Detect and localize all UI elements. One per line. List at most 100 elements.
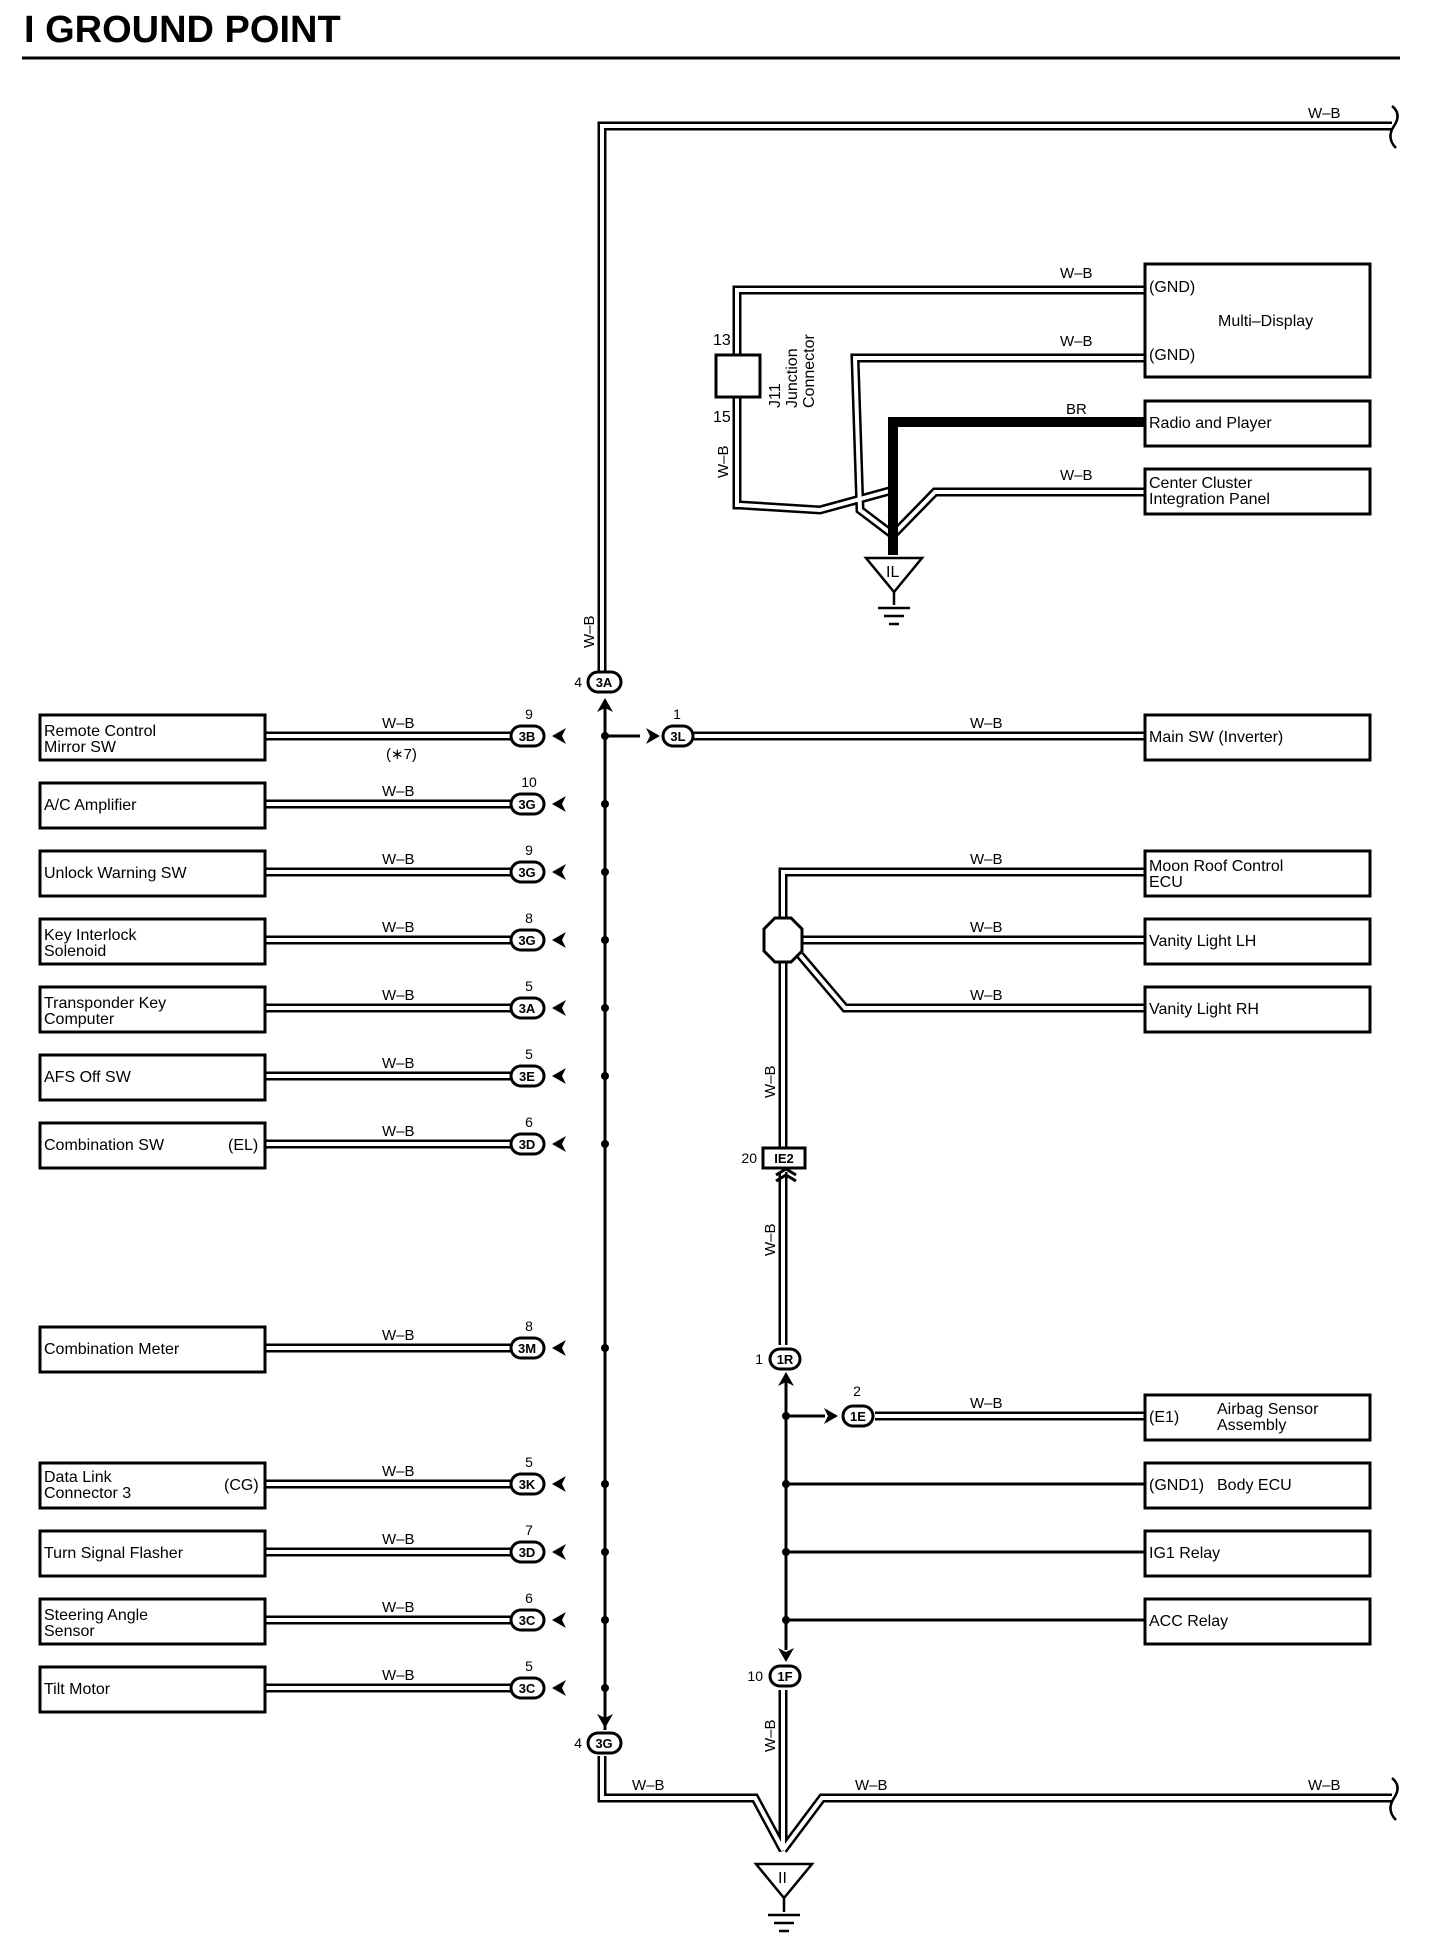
component-boxes (38, 262, 1372, 1714)
left-pin-9: (CG) (224, 1477, 259, 1494)
wire-label-l5: W–B (382, 987, 415, 1004)
wire-label-l11: W–B (382, 1599, 415, 1616)
cluster-label-1: Center Cluster (1149, 475, 1253, 492)
pin-no-l7: 6 (525, 1114, 533, 1130)
pin-no-l5: 5 (525, 978, 533, 994)
cluster-label-2: Integration Panel (1149, 491, 1270, 508)
left-label-8: Combination Meter (44, 1341, 180, 1358)
wire-label-l12: W–B (382, 1667, 415, 1684)
conn-code-3g-bottom: 3G (595, 1736, 612, 1751)
left-label-5a: Transponder Key (44, 995, 166, 1012)
conn-code-l1: 3B (519, 729, 536, 744)
wire-label-l4: W–B (382, 919, 415, 936)
vanity-lh-label: Vanity Light LH (1149, 933, 1256, 950)
vanity-rh-label: Vanity Light RH (1149, 1001, 1259, 1018)
conn-code-1f: 1F (777, 1669, 792, 1684)
pin-no-l3: 9 (525, 842, 533, 858)
wire-label-vert-ie2: W–B (762, 1223, 779, 1256)
conn-code-3a-top: 3A (596, 675, 613, 690)
left-label-9a: Data Link (44, 1469, 113, 1486)
ground-bus (603, 700, 1145, 1730)
splice-octagon (762, 916, 804, 964)
wire-label-vert-1f: W–B (762, 1719, 779, 1752)
pin-no-1r: 1 (755, 1351, 763, 1367)
conn-code-l6: 3E (519, 1069, 535, 1084)
pin-no-l6: 5 (525, 1046, 533, 1062)
j11-name-2: Connector (801, 334, 818, 408)
left-label-1b: Mirror SW (44, 739, 117, 756)
wire-label-md1: W–B (1060, 265, 1093, 282)
wire-label-bl2: W–B (855, 1777, 888, 1794)
md-gnd2: (GND) (1149, 347, 1195, 364)
conn-code-l3: 3G (518, 865, 535, 880)
pin-no-l9: 5 (525, 1454, 533, 1470)
wire-label-l6: W–B (382, 1055, 415, 1072)
wire-label-main: W–B (970, 715, 1003, 732)
md-gnd1: (GND) (1149, 279, 1195, 296)
ground-ii-label: II (778, 1870, 787, 1887)
moon-label-2: ECU (1149, 874, 1183, 891)
wire-note-7: (∗7) (386, 746, 417, 763)
wire-label-vert-splice: W–B (762, 1065, 779, 1098)
left-label-5b: Computer (44, 1011, 115, 1028)
moon-label-1: Moon Roof Control (1149, 858, 1283, 875)
pin-no-3g-bottom: 4 (574, 1735, 582, 1751)
conn-code-1e: 1E (850, 1409, 866, 1424)
conn-code-ie2: IE2 (774, 1151, 794, 1166)
wire-label-vert-3a: W–B (581, 615, 598, 648)
junction-dots (601, 732, 790, 1692)
conn-code-l11: 3C (519, 1613, 536, 1628)
left-label-10: Turn Signal Flasher (44, 1545, 184, 1562)
wire-label-moon: W–B (970, 851, 1003, 868)
conn-code-1r: 1R (777, 1352, 794, 1367)
j11-pin-bottom: 15 (713, 409, 731, 426)
left-label-11a: Steering Angle (44, 1607, 148, 1624)
pin-no-l1: 9 (525, 706, 533, 722)
pin-no-l8: 8 (525, 1318, 533, 1334)
wire-label-vlh: W–B (970, 919, 1003, 936)
md-name: Multi–Display (1218, 313, 1313, 330)
wire-label-cluster: W–B (1060, 467, 1093, 484)
conn-code-3l: 3L (670, 729, 685, 744)
acc-label: ACC Relay (1149, 1613, 1228, 1630)
j11-name-1: Junction (784, 348, 801, 408)
wire-label-airbag: W–B (970, 1395, 1003, 1412)
ground-il-label: IL (886, 564, 899, 581)
airbag-label-2: Assembly (1217, 1417, 1286, 1434)
connector-ovals (509, 670, 875, 1755)
pin-no-l12: 5 (525, 1658, 533, 1674)
wire-label-br: BR (1066, 401, 1087, 418)
j11-label: J11 (767, 383, 784, 408)
pin-no-l10: 7 (525, 1522, 533, 1538)
left-label-2: A/C Amplifier (44, 797, 137, 814)
conn-code-l12: 3C (519, 1681, 536, 1696)
wire-label-bl1: W–B (632, 1777, 665, 1794)
conn-code-l2: 3G (518, 797, 535, 812)
pin-no-l11: 6 (525, 1590, 533, 1606)
wire-label-l3: W–B (382, 851, 415, 868)
wire-label-bl3: W–B (1308, 1777, 1341, 1794)
pin-no-l2: 10 (521, 774, 537, 790)
pin-no-l4: 8 (525, 910, 533, 926)
radio-label: Radio and Player (1149, 415, 1272, 432)
left-label-12: Tilt Motor (44, 1681, 111, 1698)
conn-code-l7: 3D (519, 1137, 536, 1152)
wire-label-vrh: W–B (970, 987, 1003, 1004)
ig1-label: IG1 Relay (1149, 1545, 1220, 1562)
ground-ii-icon (753, 1862, 815, 1933)
left-label-3: Unlock Warning SW (44, 865, 187, 882)
pin-no-1f: 10 (747, 1668, 763, 1684)
wire-network (265, 121, 1392, 1853)
j11-pin-top: 13 (713, 332, 731, 349)
wire-label-top: W–B (1308, 105, 1341, 122)
pin-no-1e: 2 (853, 1383, 861, 1399)
conn-code-l9: 3K (519, 1477, 536, 1492)
wire-label-l9: W–B (382, 1463, 415, 1480)
airbag-pin: (E1) (1149, 1409, 1179, 1426)
left-pin-7: (EL) (228, 1137, 258, 1154)
left-label-1a: Remote Control (44, 723, 156, 740)
wire-label-vert-j11: W–B (715, 445, 732, 478)
conn-code-l10: 3D (519, 1545, 536, 1560)
wire-break-top (1389, 105, 1399, 149)
